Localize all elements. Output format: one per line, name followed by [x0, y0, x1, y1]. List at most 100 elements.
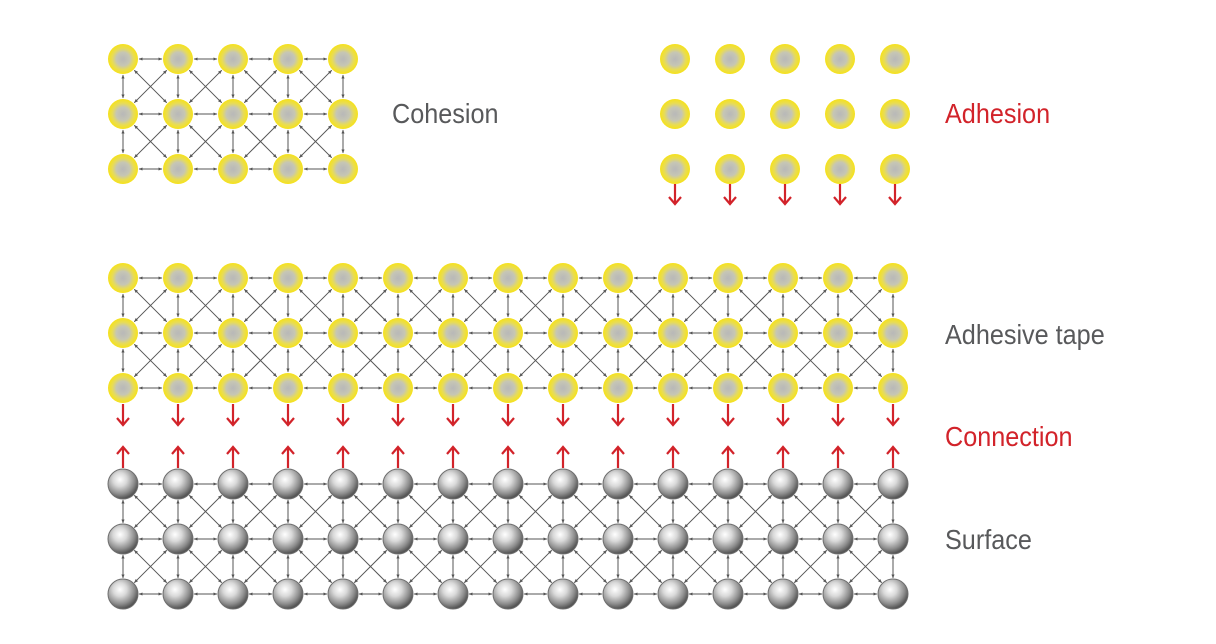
tape-particle: [328, 373, 358, 403]
surface-particle: [327, 578, 359, 610]
adhesion-particle: [770, 99, 800, 129]
tape-particle: [768, 373, 798, 403]
connection-down-arrow: [556, 404, 570, 427]
cohesion-particle: [328, 154, 358, 184]
cohesion-force-link: [298, 124, 333, 159]
tape-particle: [163, 373, 193, 403]
connection-down-arrow: [171, 404, 185, 427]
adhesion-down-arrow: [778, 184, 792, 206]
connection-up-arrow-head: [721, 445, 735, 455]
connection-down-arrow: [721, 404, 735, 427]
tape-particles: [108, 263, 908, 403]
tape-particle: [108, 263, 138, 293]
connection-down-arrow: [776, 404, 790, 427]
surface-force-link: [353, 549, 388, 584]
surface-force-link: [463, 549, 498, 584]
connection-up-arrow-head: [226, 445, 240, 455]
cohesion-force-link: [298, 69, 333, 104]
connection-down-arrow-head: [886, 417, 900, 427]
tape-particle: [603, 263, 633, 293]
tape-force-link: [298, 288, 333, 323]
connection-up-arrow: [831, 445, 845, 468]
surface-particle: [657, 578, 689, 610]
surface-particle: [712, 578, 744, 610]
connection-up-arrow-head: [391, 445, 405, 455]
connection-up-arrow-head: [666, 445, 680, 455]
tape-particle: [548, 263, 578, 293]
cohesion-force-link: [243, 124, 278, 159]
connection-up-arrow: [501, 445, 515, 468]
tape-force-link: [408, 343, 443, 378]
connection-down-arrow-head: [336, 417, 350, 427]
surface-force-link: [738, 549, 773, 584]
adhesion-particle: [660, 154, 690, 184]
cohesion-particle: [163, 99, 193, 129]
tape-force-link: [628, 288, 663, 323]
surface-particle: [712, 523, 744, 555]
surface-particle: [657, 523, 689, 555]
cohesion-particle: [163, 154, 193, 184]
tape-force-link: [408, 288, 443, 323]
surface-particle: [492, 523, 524, 555]
tape-particle: [658, 263, 688, 293]
tape-particle: [603, 373, 633, 403]
tape-particle: [273, 318, 303, 348]
adhesion-particle: [715, 154, 745, 184]
connection-up-arrow: [886, 445, 900, 468]
surface-particle: [437, 578, 469, 610]
tape-links: [121, 276, 895, 390]
connection-down-arrow: [831, 404, 845, 427]
connection-down-arrow-head: [831, 417, 845, 427]
surface-particle: [657, 468, 689, 500]
connection-up-arrow: [226, 445, 240, 468]
tape-particle: [163, 318, 193, 348]
connection-down-arrow: [281, 404, 295, 427]
connection-up-arrow: [556, 445, 570, 468]
surface-particle: [822, 468, 854, 500]
tape-force-link: [683, 288, 718, 323]
surface-force-link: [243, 494, 278, 529]
cohesion-particle: [163, 44, 193, 74]
connection-up-arrow-head: [281, 445, 295, 455]
surface-force-link: [628, 494, 663, 529]
surface-particle: [822, 523, 854, 555]
label-surface: Surface: [945, 524, 1032, 555]
surface-force-link: [518, 494, 553, 529]
connection-down-arrow-head: [666, 417, 680, 427]
cohesion-particle: [108, 99, 138, 129]
cohesion-links: [121, 57, 345, 171]
surface-particle: [162, 468, 194, 500]
connection-up-arrow: [116, 445, 130, 468]
connection-down-arrow-head: [721, 417, 735, 427]
surface-particle: [877, 578, 909, 610]
tape-force-link: [353, 343, 388, 378]
tape-particle: [273, 263, 303, 293]
adhesion-particle: [880, 154, 910, 184]
tape-force-link: [793, 343, 828, 378]
adhesion-down-arrow: [888, 184, 902, 206]
surface-force-link: [518, 549, 553, 584]
surface-particle: [272, 468, 304, 500]
surface-particle: [437, 523, 469, 555]
cohesion-particle: [328, 44, 358, 74]
surface-particle: [107, 468, 139, 500]
connection-down-arrow-head: [171, 417, 185, 427]
tape-force-link: [188, 343, 223, 378]
tape-particle: [878, 373, 908, 403]
cohesion-particles: [108, 44, 358, 184]
surface-particle: [217, 523, 249, 555]
connection-up-arrow: [391, 445, 405, 468]
tape-force-link: [133, 288, 168, 323]
tape-force-link: [573, 288, 608, 323]
connection-down-arrow-head: [611, 417, 625, 427]
cohesion-force-link: [133, 124, 168, 159]
connection-down-arrow: [886, 404, 900, 427]
tape-force-link: [298, 343, 333, 378]
tape-force-link: [518, 343, 553, 378]
adhesion-particle: [715, 44, 745, 74]
surface-particle: [107, 578, 139, 610]
connection-up-arrow-head: [446, 445, 460, 455]
tape-particle: [328, 318, 358, 348]
connection-up-arrow: [721, 445, 735, 468]
